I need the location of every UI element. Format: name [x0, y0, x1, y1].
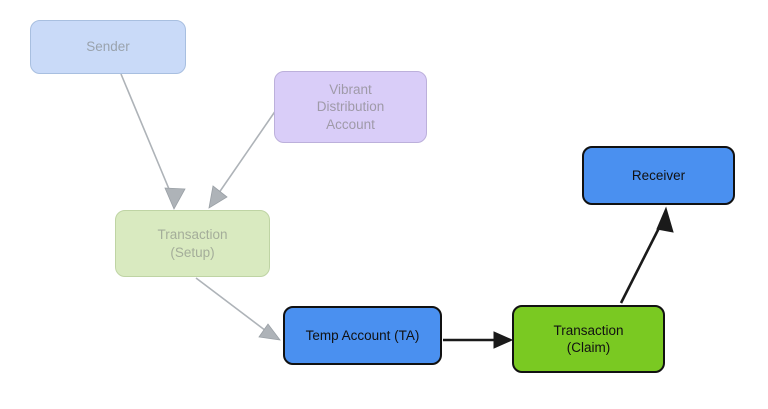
- node-vibrant-distribution-account[interactable]: Vibrant Distribution Account: [274, 71, 427, 143]
- edge-transaction-setup-to-temp-account: [195, 277, 281, 341]
- edge-temp-account-to-transaction-claim: [443, 331, 514, 349]
- node-temp-account[interactable]: Temp Account (TA): [283, 306, 442, 365]
- edge-sender-to-transaction-setup: [120, 73, 186, 210]
- node-receiver[interactable]: Receiver: [582, 146, 735, 205]
- node-transaction-claim[interactable]: Transaction (Claim): [512, 305, 665, 373]
- node-sender[interactable]: Sender: [30, 20, 186, 74]
- edge-transaction-claim-to-receiver: [619, 206, 674, 304]
- edge-vibrant-distribution-account-to-transaction-setup: [208, 109, 277, 209]
- node-transaction-setup[interactable]: Transaction (Setup): [115, 210, 270, 277]
